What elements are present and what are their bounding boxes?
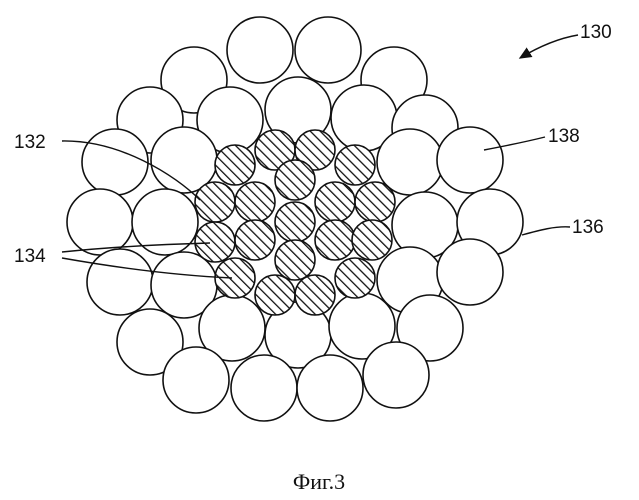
core-wire-17 [255, 275, 295, 315]
hatched-core-wire-group [195, 130, 395, 315]
outer-wire-30 [363, 342, 429, 408]
core-wire-3 [215, 145, 255, 185]
core-wire-4 [335, 145, 375, 185]
assembly-pointer-arrow [520, 35, 578, 58]
outer-wire-ref-label: 138 [548, 126, 580, 147]
core-wire-6 [195, 182, 235, 222]
outer-layer-leader-line [522, 227, 570, 235]
outer-wire-13 [437, 127, 503, 193]
outer-wire-14 [67, 189, 133, 255]
outer-wire-3 [295, 17, 361, 83]
figure-caption: Фиг.3 [293, 469, 345, 494]
core-wire-10 [275, 202, 315, 242]
core-wire-15 [275, 240, 315, 280]
core-wire-13 [315, 220, 355, 260]
core-wire-8 [315, 182, 355, 222]
core-wire-7 [235, 182, 275, 222]
core-wire-11 [195, 222, 235, 262]
outer-wire-29 [297, 355, 363, 421]
core-wire-9 [355, 182, 395, 222]
outer-wire-28 [231, 355, 297, 421]
outer-wire-21 [437, 239, 503, 305]
outer-wire-2 [227, 17, 293, 83]
core-wire-19 [335, 258, 375, 298]
outer-wire-18 [87, 249, 153, 315]
assembly-ref-label: 130 [580, 22, 612, 43]
core-wire-5 [275, 160, 315, 200]
outer-layer-ref-label: 136 [572, 217, 604, 238]
core-wire-ref-label: 132 [14, 132, 46, 153]
outer-wire-27 [163, 347, 229, 413]
core-wires-ref-label: 134 [14, 246, 46, 267]
core-wire-18 [295, 275, 335, 315]
core-wire-14 [352, 220, 392, 260]
outer-wire-10 [82, 129, 148, 195]
core-wire-12 [235, 220, 275, 260]
